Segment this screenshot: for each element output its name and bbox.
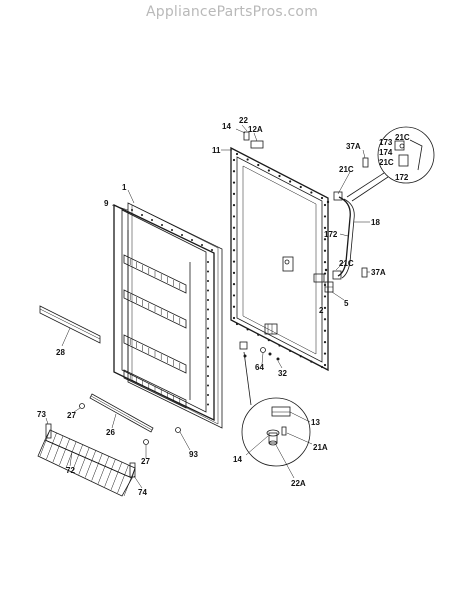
callout-21A: 21A bbox=[313, 443, 328, 452]
callout-64: 64 bbox=[255, 363, 264, 372]
callout-1: 1 bbox=[122, 183, 127, 192]
callout-22: 22 bbox=[239, 116, 248, 125]
callout-22A: 22A bbox=[291, 479, 306, 488]
leader-lines bbox=[45, 124, 370, 489]
callout-21C-c: 21C bbox=[339, 165, 354, 174]
callout-18: 18 bbox=[371, 218, 380, 227]
callout-73: 73 bbox=[37, 410, 46, 419]
door-handle bbox=[324, 157, 369, 280]
screws bbox=[79, 403, 181, 445]
callout-labels: 22 14 12A 11 37A 173 21C 174 21C 172 21C… bbox=[37, 116, 410, 497]
callout-93: 93 bbox=[189, 450, 198, 459]
callout-27-a: 27 bbox=[67, 411, 76, 420]
callout-14-detail: 14 bbox=[233, 455, 242, 464]
callout-37A-top: 37A bbox=[346, 142, 361, 151]
callout-172: 172 bbox=[324, 230, 338, 239]
callout-172-detail: 172 bbox=[395, 173, 409, 182]
callout-2: 2 bbox=[319, 306, 324, 315]
callout-28: 28 bbox=[56, 348, 65, 357]
callout-27-b: 27 bbox=[141, 457, 150, 466]
hinge-detail-circle bbox=[241, 351, 311, 467]
callout-11: 11 bbox=[212, 146, 221, 155]
callout-74: 74 bbox=[138, 488, 147, 497]
callout-26: 26 bbox=[106, 428, 115, 437]
callout-173: 173 bbox=[379, 138, 393, 147]
callout-21C-a: 21C bbox=[395, 133, 410, 142]
callout-13: 13 bbox=[311, 418, 320, 427]
callout-32: 32 bbox=[278, 369, 287, 378]
callout-14: 14 bbox=[222, 122, 231, 131]
outer-door-panel bbox=[230, 131, 334, 372]
callout-72: 72 bbox=[66, 466, 75, 475]
callout-37A-mid: 37A bbox=[371, 268, 386, 277]
callout-12A: 12A bbox=[248, 125, 263, 134]
shelf-bar-28 bbox=[39, 305, 101, 344]
handle-detail-circle bbox=[346, 126, 435, 202]
callout-9: 9 bbox=[104, 199, 109, 208]
callout-21C-b: 21C bbox=[379, 158, 394, 167]
inner-liner bbox=[113, 202, 223, 429]
callout-5: 5 bbox=[344, 299, 349, 308]
callout-21C-d: 21C bbox=[339, 259, 354, 268]
callout-174: 174 bbox=[379, 148, 393, 157]
shelf-bar-26 bbox=[89, 393, 154, 433]
watermark-text: AppliancePartsPros.com bbox=[145, 4, 319, 20]
wire-basket-72 bbox=[37, 423, 136, 497]
